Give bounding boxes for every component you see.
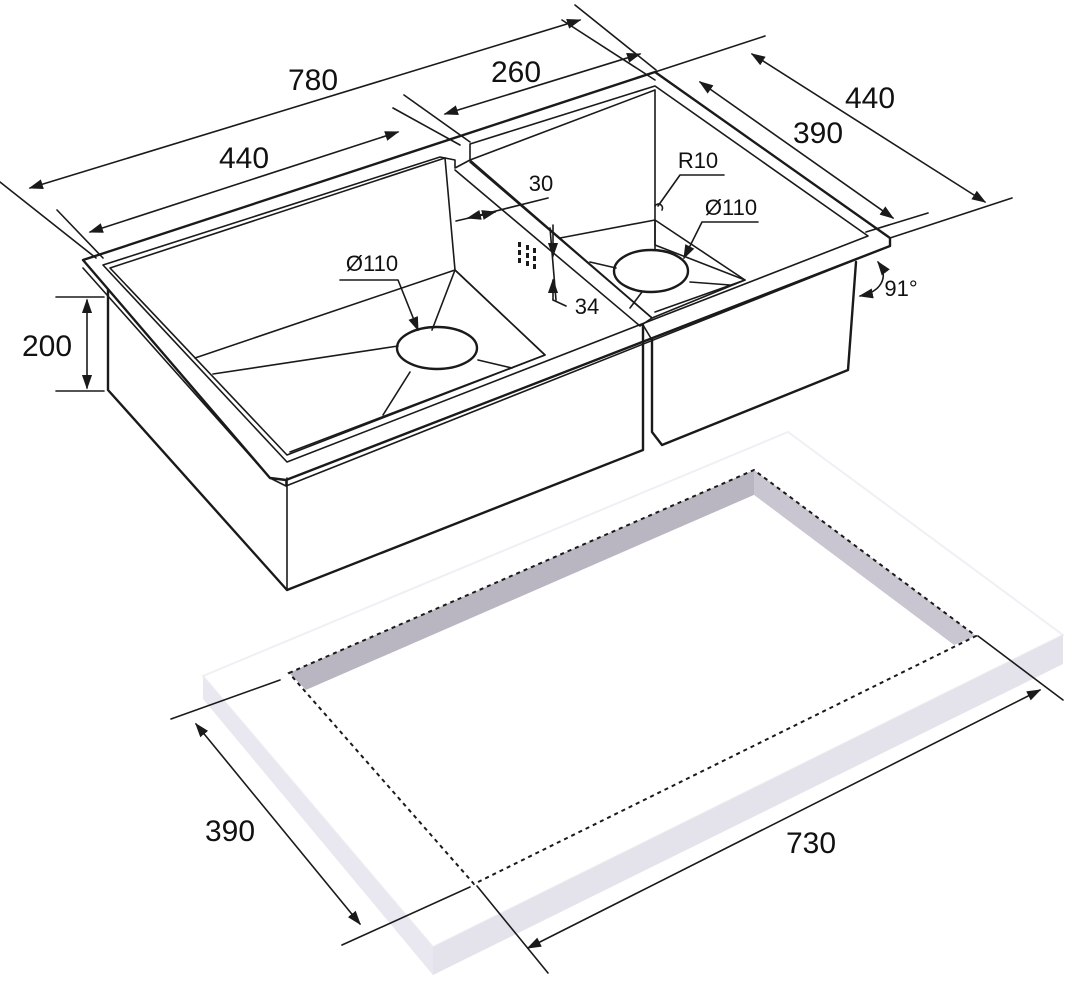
label-r10: R10: [678, 148, 718, 173]
left-bowl-creases: [212, 269, 513, 416]
left-bowl-inner: [109, 157, 546, 456]
leader-drain-right: [683, 221, 759, 260]
label-440-left: 440: [219, 142, 269, 175]
label-200: 200: [22, 330, 72, 363]
right-bowl-floor: [559, 219, 746, 313]
label-34: 34: [575, 294, 599, 319]
flange-inner-front: [82, 245, 891, 487]
label-730: 730: [786, 827, 836, 860]
label-drain-left: Ø110: [346, 251, 398, 276]
dim-line-30-b: [469, 210, 497, 220]
dim-line-260: [443, 52, 642, 116]
flange-outer: [81, 70, 892, 482]
leader-drain-left: [339, 279, 419, 332]
leader-r10: [657, 174, 725, 207]
label-390-top: 390: [793, 117, 843, 150]
overflow-slots-icon: [518, 242, 536, 269]
dim-line-390-bottom: [195, 722, 361, 926]
dim-34-leader: [552, 299, 567, 307]
countertop: [201, 430, 1065, 975]
angle-arc-91: [858, 260, 890, 299]
label-angle-91: 91°: [884, 276, 917, 301]
dimension-lines: [0, 4, 1064, 974]
label-drain-right: Ø110: [705, 195, 757, 220]
dim-line-440-left: [88, 131, 400, 233]
right-bowl-creases: [589, 219, 731, 309]
right-bowl-body: [650, 260, 858, 447]
dim-line-390-top: [698, 81, 895, 219]
cutout-back-wall: [289, 470, 754, 690]
label-260: 260: [491, 56, 541, 89]
cutout-right-wall: [754, 470, 976, 645]
label-390-bottom: 390: [205, 815, 255, 848]
dimension-labels: 780 440 260 440 390 200 30 34 R10 Ø110 Ø…: [22, 56, 918, 860]
right-drain: [612, 248, 690, 294]
label-30: 30: [529, 171, 553, 196]
label-440-right: 440: [845, 82, 895, 115]
sink-body: [81, 70, 892, 592]
left-bowl-floor: [194, 269, 546, 453]
cutout-dashed-outline: [287, 468, 978, 886]
label-780: 780: [288, 64, 338, 97]
r10-arc-icon: [654, 203, 664, 211]
dim-200-ticks: [55, 296, 105, 392]
dim-line-730: [526, 689, 1042, 949]
left-drain: [395, 325, 479, 371]
